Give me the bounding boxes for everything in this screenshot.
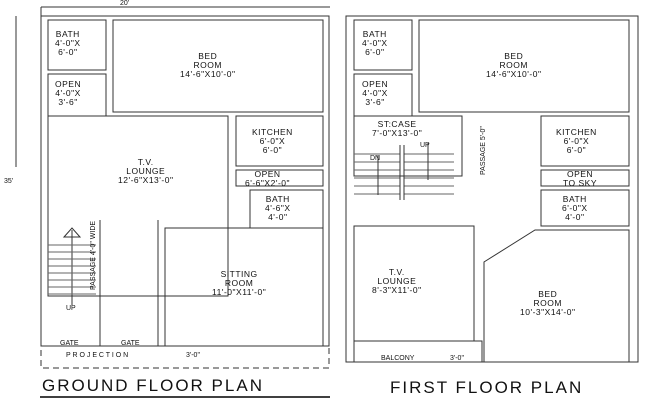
gf-gate-1: GATE — [60, 340, 79, 347]
gf-open-label: OPEN 4'-0"X 3'-6" — [55, 79, 82, 107]
gf-open-court-label: OPEN 6'-6"X2'-0" — [245, 169, 291, 188]
ff-open-label: OPEN 4'-0"X 3'-6" — [362, 79, 389, 107]
gf-bath2-label: BATH 4'-6"X 4'-0" — [265, 194, 291, 222]
depth-dimension: 35' — [4, 178, 14, 185]
ff-balcony-dim: 3'-0" — [450, 355, 464, 362]
ff-balcony-label: BALCONY — [381, 355, 415, 362]
ff-tv-lounge-label: T.V. LOUNGE 8'-3"X11'-0" — [372, 267, 422, 295]
ff-passage-label: PASSAGE 5'-0" — [480, 126, 487, 175]
ff-kitchen-label: KITCHEN 6'-0"X 6'-0" — [556, 127, 597, 155]
ff-up-label: UP — [420, 142, 430, 149]
width-dimension: 20' — [120, 0, 130, 7]
ff-staircase-label: ST:CASE 7'-0"X13'-0" — [372, 119, 423, 138]
projection-dim: 3'-0" — [186, 352, 200, 359]
ff-bath-label: BATH 4'-0"X 6'-0" — [362, 29, 388, 57]
gf-tv-lounge-label: T.V. LOUNGE 12'-6"X13'-0" — [118, 157, 174, 185]
gf-kitchen-label: KITCHEN 6'-0"X 6'-0" — [252, 127, 293, 155]
first-floor-title: FIRST FLOOR PLAN — [390, 378, 584, 397]
gf-passage-label: PASSAGE 4'-0" WIDE — [90, 220, 97, 290]
ff-open-to-sky-label: OPEN TO SKY — [563, 169, 598, 188]
gf-gate-2: GATE — [121, 340, 140, 347]
gf-bedroom-label: BED ROOM 14'-6"X10'-0" — [180, 51, 236, 79]
gf-sitting-room-label: SITTING ROOM 11'-0"X11'-0" — [212, 269, 267, 297]
ground-floor-title: GROUND FLOOR PLAN — [42, 376, 264, 395]
ff-bedroom-label: BED ROOM 14'-6"X10'-0" — [486, 51, 542, 79]
gf-bath-label: BATH 4'-0"X 6'-0" — [55, 29, 81, 57]
ff-bath2-label: BATH 6'-0"X 4'-0" — [562, 194, 588, 222]
gf-up-label: UP — [66, 305, 76, 312]
ff-dn-label: DN — [370, 155, 381, 162]
projection-label: P R O J E C T I O N — [66, 352, 129, 359]
ff-bedroom2-label: BED ROOM 10'-3"X14'-0" — [520, 289, 576, 317]
